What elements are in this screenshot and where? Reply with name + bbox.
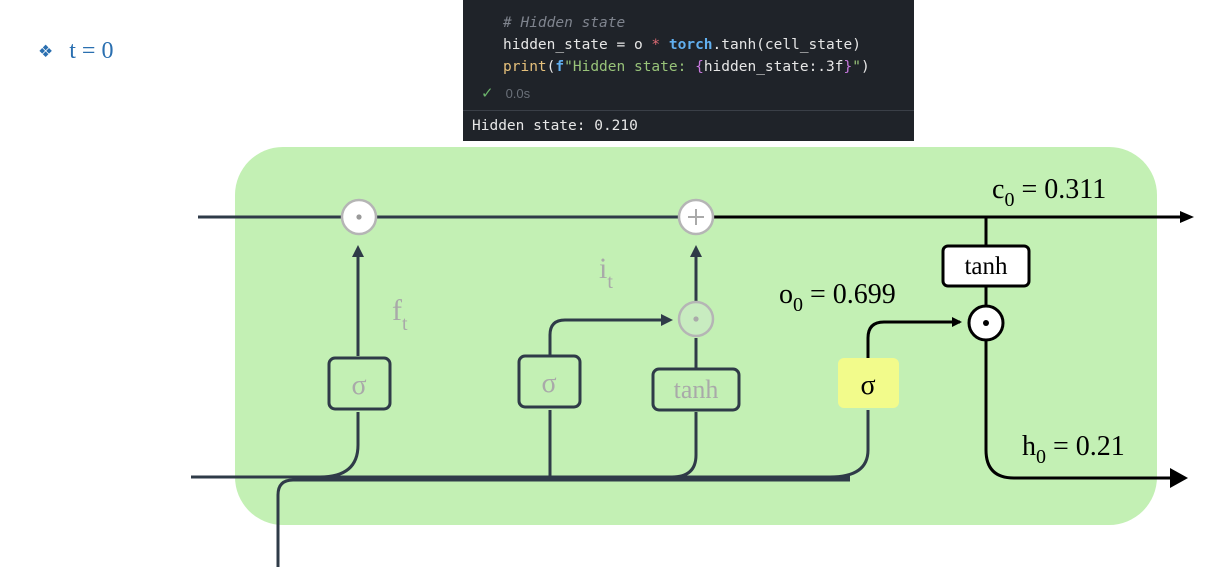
forget-gate-sigma-box (327, 356, 392, 411)
candidate-tanh-box (651, 367, 741, 412)
input-gate-label: it (599, 252, 613, 293)
output-divider (463, 110, 914, 111)
output-multiply-dot-icon (983, 320, 989, 326)
execution-time: 0.0s (505, 86, 531, 101)
bullet-item: ❖ t = 0 (38, 38, 113, 65)
code-cell: # Hidden state hidden_state = o * torch.t… (463, 0, 914, 141)
hidden-state-value-label: h0 = 0.21 (1022, 431, 1125, 468)
output-gate-path (829, 410, 870, 479)
code-output: Hidden state: 0.210 (472, 118, 638, 134)
input-multiply-dot-icon (693, 316, 699, 322)
cell-state-value-label: c0 = 0.311 (992, 174, 1106, 211)
output-gate-sigma-box (838, 358, 899, 408)
code-line-2: print(f"Hidden state: {hidden_state:.3f}… (503, 59, 870, 75)
execution-status: ✓ 0.0s (481, 84, 530, 102)
cell-tanh-label: tanh (964, 253, 1008, 280)
input-gate-sigma-label: σ (541, 368, 556, 399)
forget-gate-sigma-label: σ (351, 370, 366, 401)
forget-gate-label: ft (392, 294, 408, 335)
output-gate-value-label: o0 = 0.699 (779, 279, 896, 316)
input-gate-sigma-box (517, 354, 582, 409)
hidden-output-path (984, 341, 1172, 480)
hidden-output-arrowhead (1170, 468, 1188, 488)
code-line-1: hidden_state = o * torch.tanh(cell_state… (503, 37, 861, 53)
forget-multiply-dot-icon (356, 214, 362, 220)
cell-tanh-box (941, 244, 1031, 288)
candidate-path (671, 412, 698, 479)
bullet-diamond-icon: ❖ (38, 41, 54, 62)
candidate-tanh-label: tanh (674, 375, 719, 404)
input-gate-branch (548, 314, 673, 355)
code-comment: # Hidden state (503, 15, 626, 31)
check-icon: ✓ (481, 85, 494, 102)
code-lines: # Hidden state hidden_state = o * torch.t… (503, 12, 870, 78)
timestep-label: t = 0 (69, 38, 114, 64)
output-gate-arrow (866, 317, 962, 358)
output-gate-sigma-label: σ (860, 370, 875, 401)
cell-state-arrowhead (1180, 211, 1194, 223)
forget-gate-path (319, 412, 360, 479)
input-x-line (276, 478, 850, 567)
